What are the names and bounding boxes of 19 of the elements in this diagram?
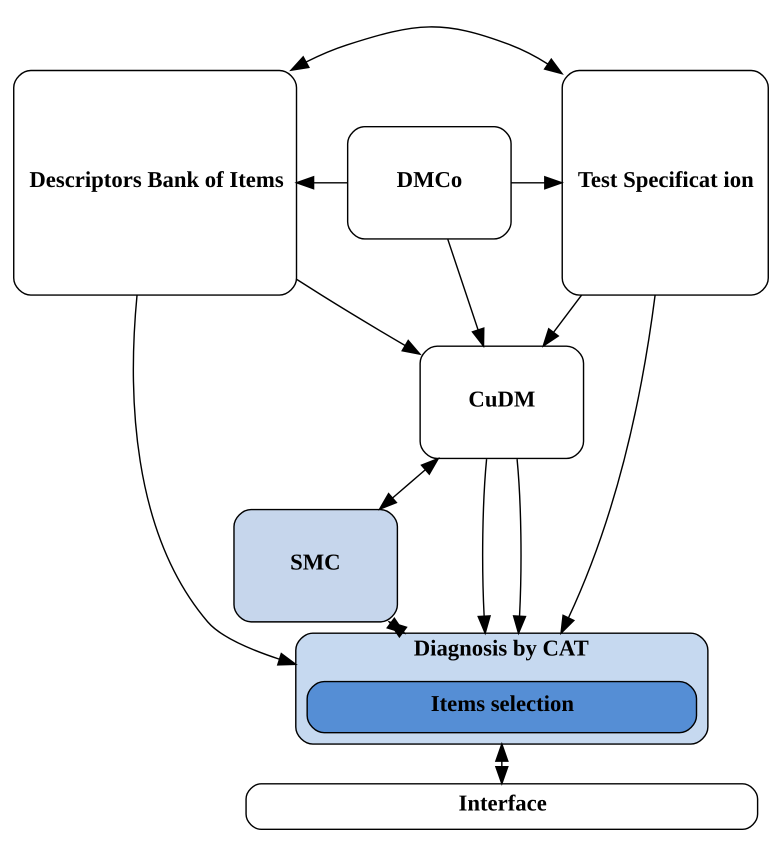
arrow — [447, 239, 484, 348]
node-box: Descriptors Bank of Items — [13, 70, 298, 296]
node-box: Test Specificat ion — [562, 70, 769, 296]
node-box: Items selection — [306, 680, 698, 734]
arrow — [289, 26, 564, 75]
node-box: CuDM — [419, 345, 584, 460]
arrow — [560, 295, 656, 636]
node-box: SMC — [233, 508, 398, 623]
arrow — [477, 459, 492, 636]
node-box: DMCo — [346, 126, 512, 240]
node-box: Interface — [245, 783, 758, 830]
arrow — [494, 742, 509, 786]
arrow — [511, 176, 564, 190]
arrow — [512, 459, 527, 636]
arrow — [132, 294, 298, 666]
arrow — [294, 176, 348, 190]
arrow — [296, 278, 422, 356]
arrow — [378, 457, 440, 511]
arrow — [542, 294, 582, 348]
